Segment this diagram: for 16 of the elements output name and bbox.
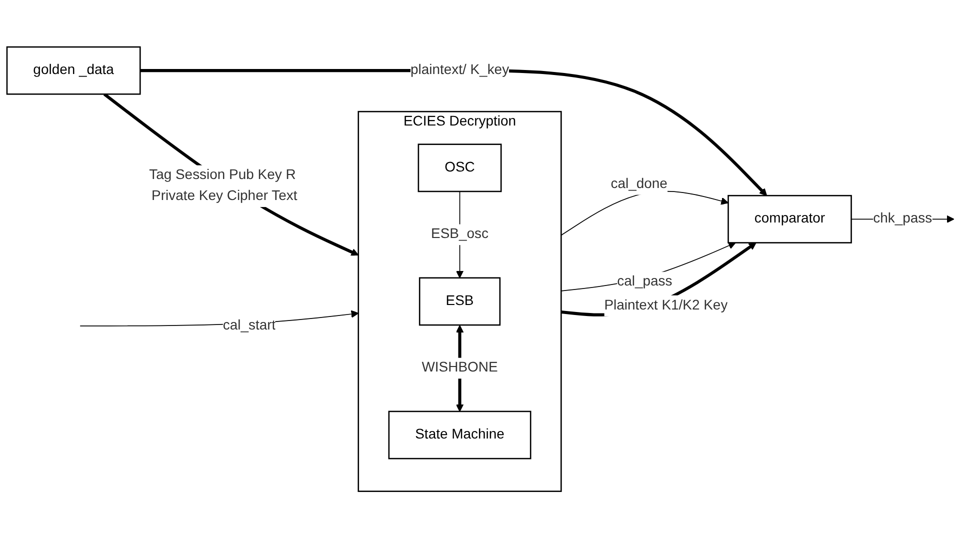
arrow xyxy=(140,68,768,196)
arrow xyxy=(103,92,359,256)
node-box: golden _data xyxy=(6,46,141,95)
node-box: OSC xyxy=(418,144,502,192)
edge-label: cal_pass xyxy=(617,274,672,290)
edge-label: cal_done xyxy=(610,176,668,192)
edge-label: plaintext/ K_key xyxy=(410,62,510,78)
node-box: ESB xyxy=(418,277,501,326)
edge-label: WISHBONE xyxy=(422,360,498,376)
edge-label: ESB_osc xyxy=(431,226,488,242)
edge-label: Tag Session Pub Key R Private Key Cipher Text xyxy=(149,168,298,204)
edge-label: cal_start xyxy=(222,318,276,333)
edge-label: chk_pass xyxy=(873,211,932,226)
node-box: State Machine xyxy=(388,410,532,460)
node-box: comparator xyxy=(728,194,852,244)
edge-label: Plaintext K1/K2 Key xyxy=(604,298,728,313)
